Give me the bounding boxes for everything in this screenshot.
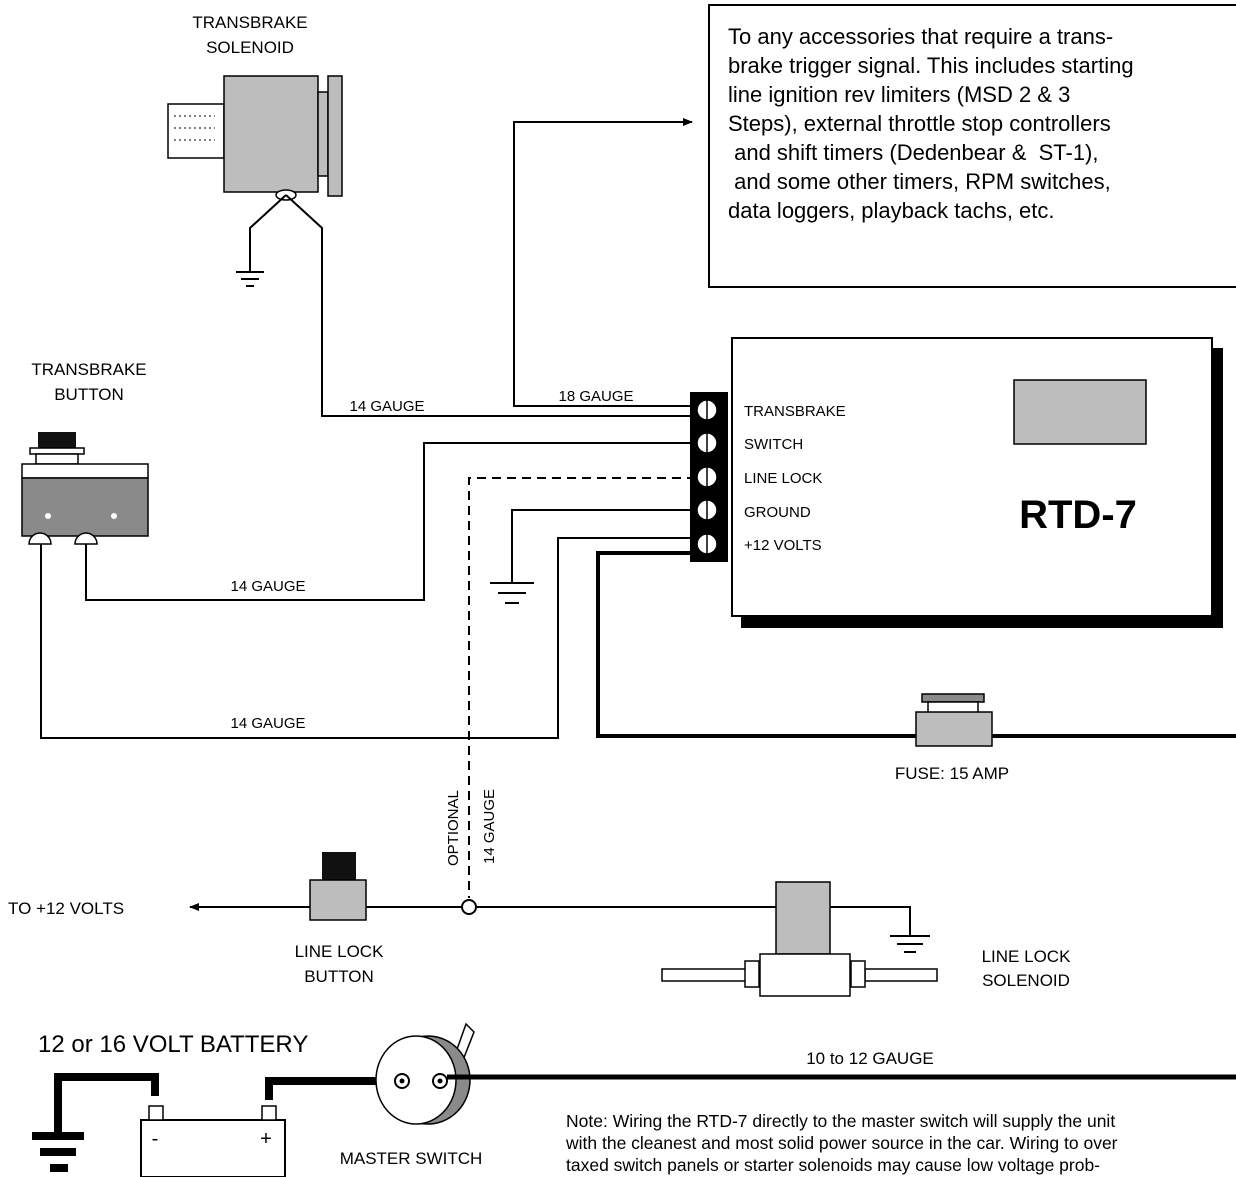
line-lock-solenoid-label-1: LINE LOCK xyxy=(982,947,1071,966)
battery-negative: - xyxy=(152,1128,159,1150)
transbrake-button-label-2: BUTTON xyxy=(54,385,124,404)
wire-label-solenoid: 14 GAUGE xyxy=(349,398,424,415)
line-lock-solenoid: LINE LOCK SOLENOID xyxy=(661,881,1071,997)
junction xyxy=(461,899,477,915)
battery: - + xyxy=(140,1105,286,1177)
module-display xyxy=(1013,379,1147,445)
battery-positive: + xyxy=(260,1128,272,1150)
wire-label-main-power: 10 to 12 GAUGE xyxy=(806,1049,934,1068)
accessories-note-text: To any accessories that require a trans-… xyxy=(728,24,1134,223)
transbrake-button-label-1: TRANSBRAKE xyxy=(31,360,146,379)
line-lock-solenoid-label-2: SOLENOID xyxy=(982,971,1070,990)
wire-label-optional-gauge: 14 GAUGE xyxy=(481,789,498,864)
battery-label: 12 or 16 VOLT BATTERY xyxy=(38,1031,308,1058)
solenoid-body xyxy=(223,75,319,193)
ground-symbol-module xyxy=(490,582,534,604)
terminal-ground: GROUND xyxy=(744,504,811,521)
module-name: RTD-7 xyxy=(1019,493,1137,537)
terminal-line-lock: LINE LOCK xyxy=(744,470,822,487)
transbrake-solenoid-label-2: SOLENOID xyxy=(206,38,294,57)
transbrake-button: TRANSBRAKE BUTTON xyxy=(21,360,149,545)
ground-symbol-solenoid xyxy=(236,271,264,287)
rtd7-module: RTD-7 TRANSBRAKE SWITCH LINE LOCK GROUND… xyxy=(690,337,1223,628)
ground-symbol-line-lock xyxy=(890,935,930,953)
wire-label-trigger: 18 GAUGE xyxy=(558,388,633,405)
transbrake-solenoid-label-1: TRANSBRAKE xyxy=(192,13,307,32)
terminal-12-volts: +12 VOLTS xyxy=(744,537,822,554)
solenoid-plunger xyxy=(167,103,225,159)
master-switch: MASTER SWITCH xyxy=(340,1022,483,1168)
fuse-label: FUSE: 15 AMP xyxy=(895,764,1009,783)
line-lock-button-label-2: BUTTON xyxy=(304,967,374,986)
ground-symbol-battery xyxy=(32,1132,84,1172)
wire-label-optional: OPTIONAL xyxy=(445,790,462,866)
wiring-footnote: Note: Wiring the RTD-7 directly to the m… xyxy=(566,1111,1118,1175)
wire-label-button-power: 14 GAUGE xyxy=(230,715,305,732)
terminal-switch: SWITCH xyxy=(744,436,803,453)
wire-label-button-switch: 14 GAUGE xyxy=(230,578,305,595)
to-12-volts-label: TO +12 VOLTS xyxy=(8,899,124,918)
fuse: FUSE: 15 AMP xyxy=(895,693,1009,783)
master-switch-label: MASTER SWITCH xyxy=(340,1149,483,1168)
accessories-note-box: To any accessories that require a trans-… xyxy=(708,4,1236,288)
line-lock-button: LINE LOCK BUTTON xyxy=(295,852,384,986)
line-lock-button-label-1: LINE LOCK xyxy=(295,942,384,961)
terminal-transbrake: TRANSBRAKE xyxy=(744,403,846,420)
transbrake-solenoid: TRANSBRAKE SOLENOID xyxy=(167,13,343,416)
